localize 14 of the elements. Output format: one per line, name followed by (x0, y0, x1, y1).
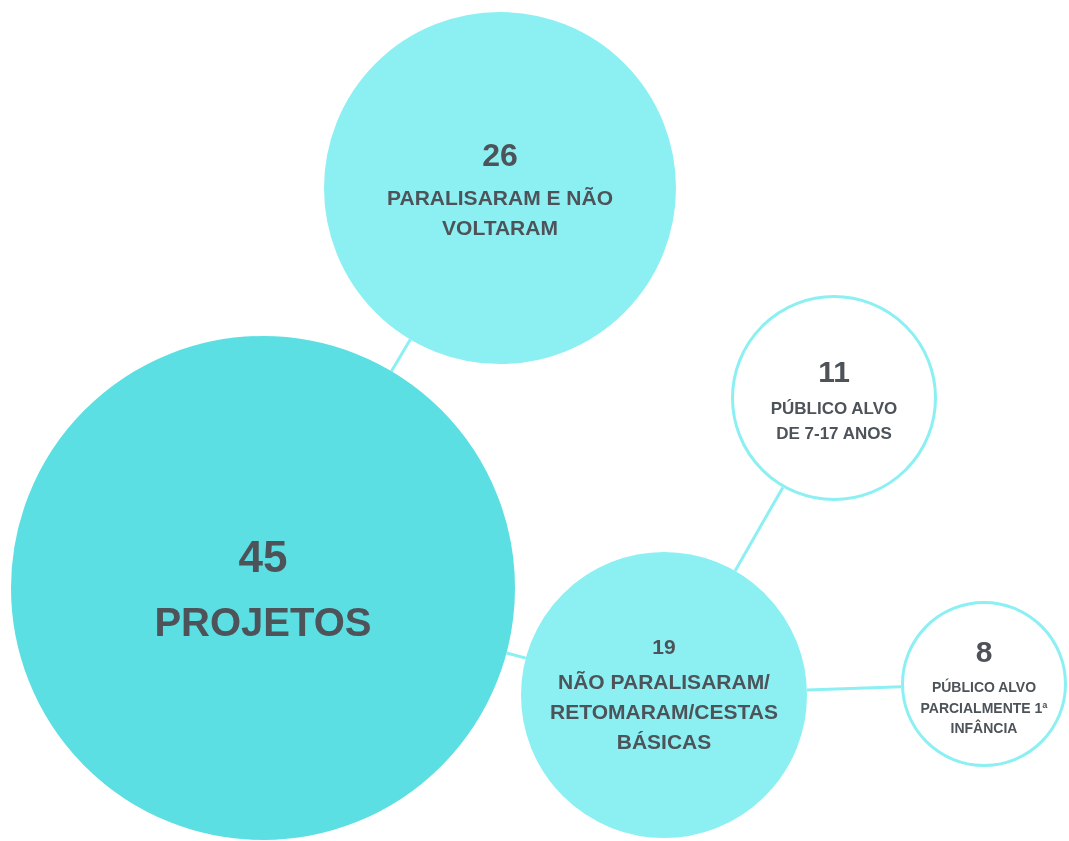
category-label: PÚBLICO ALVO DE 7-17 ANOS (769, 398, 899, 445)
connector-line (733, 486, 785, 572)
connector-line (390, 338, 412, 372)
category-label: PÚBLICO ALVO PARCIALMENTE 1ª INFÂNCIA (919, 677, 1049, 738)
category-label: PARALISARAM E NÃO VOLTARAM (386, 184, 614, 242)
count-number: 11 (818, 353, 850, 390)
connector-line (806, 685, 902, 692)
connector-line (506, 651, 527, 660)
count-number: 45 (238, 531, 288, 584)
count-number: 8 (975, 633, 993, 670)
category-label: NÃO PARALISARAM/ RETOMARAM/CESTAS BÁSICAS (549, 668, 779, 756)
count-number: 26 (482, 136, 518, 176)
count-number: 19 (652, 634, 676, 661)
category-label: PROJETOS (154, 598, 372, 646)
